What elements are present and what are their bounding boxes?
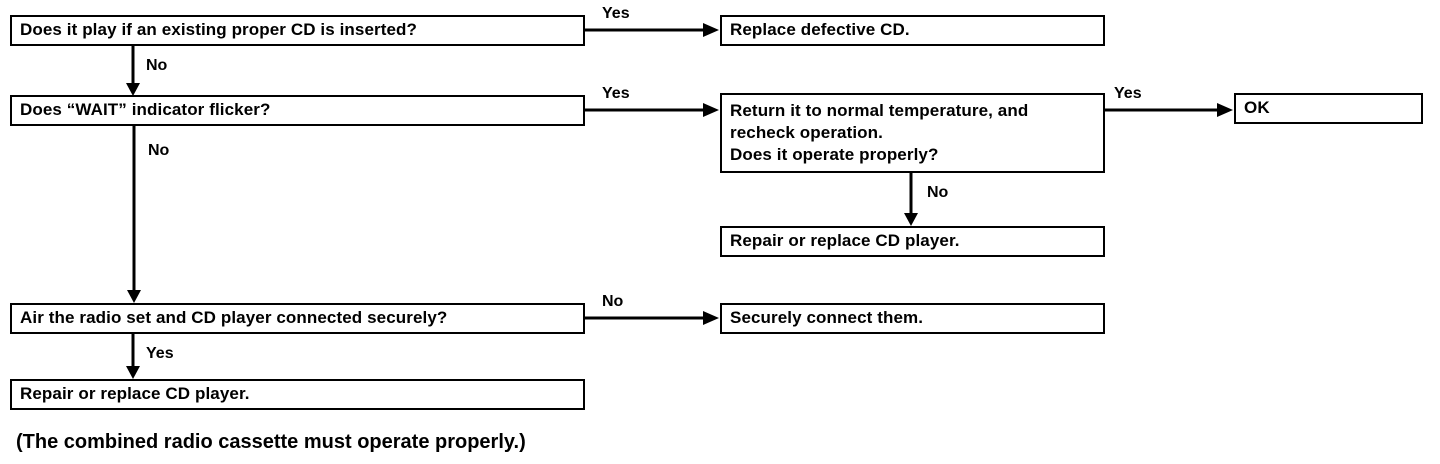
edge-label-operate-yes: Yes [1114,85,1142,102]
node-label: Replace defective CD. [730,20,910,40]
edge-label-play-yes: Yes [602,5,630,22]
node-label: Air the radio set and CD player connecte… [20,308,448,328]
node-label: Does it play if an existing proper CD is… [20,20,418,40]
node-label-line-1: Return it to normal temperature, and [730,101,1029,120]
edge-label-wait-no: No [148,142,170,159]
arrowhead-play-yes [703,23,719,37]
node-label: Securely connect them. [730,308,924,328]
node-label: Repair or replace CD player. [730,231,960,251]
edge-label-connected-yes: Yes [146,345,174,362]
arrowhead-operate-yes [1217,103,1233,117]
edge-label-play-no: No [146,57,168,74]
node-securely-connect-them[interactable]: Securely connect them. [720,303,1105,334]
node-question-wait-flicker[interactable]: Does “WAIT” indicator flicker? [10,95,585,126]
arrowhead-wait-yes [703,103,719,117]
arrowhead-connected-yes [126,366,140,379]
node-repair-replace-cd-player-bottom[interactable]: Repair or replace CD player. [10,379,585,410]
arrowhead-connected-no [703,311,719,325]
node-return-normal-temperature[interactable]: Return it to normal temperature, and rec… [720,93,1105,173]
footer-caption: (The combined radio cassette must operat… [16,431,526,453]
node-question-connected-securely[interactable]: Air the radio set and CD player connecte… [10,303,585,334]
node-label-line-2: recheck operation. [730,123,883,143]
edge-label-operate-no: No [927,184,949,201]
node-label-line-3: Does it operate properly? [730,145,939,165]
arrowhead-wait-no [127,290,141,303]
node-question-play-cd[interactable]: Does it play if an existing proper CD is… [10,15,585,46]
node-label: Does “WAIT” indicator flicker? [20,100,271,120]
node-replace-defective-cd[interactable]: Replace defective CD. [720,15,1105,46]
node-label: Repair or replace CD player. [20,384,250,404]
edge-label-connected-no: No [602,293,624,310]
arrowhead-operate-no [904,213,918,226]
node-ok[interactable]: OK [1234,93,1423,124]
node-repair-replace-cd-player-right[interactable]: Repair or replace CD player. [720,226,1105,257]
node-label: OK [1244,98,1270,118]
edge-label-wait-yes: Yes [602,85,630,102]
